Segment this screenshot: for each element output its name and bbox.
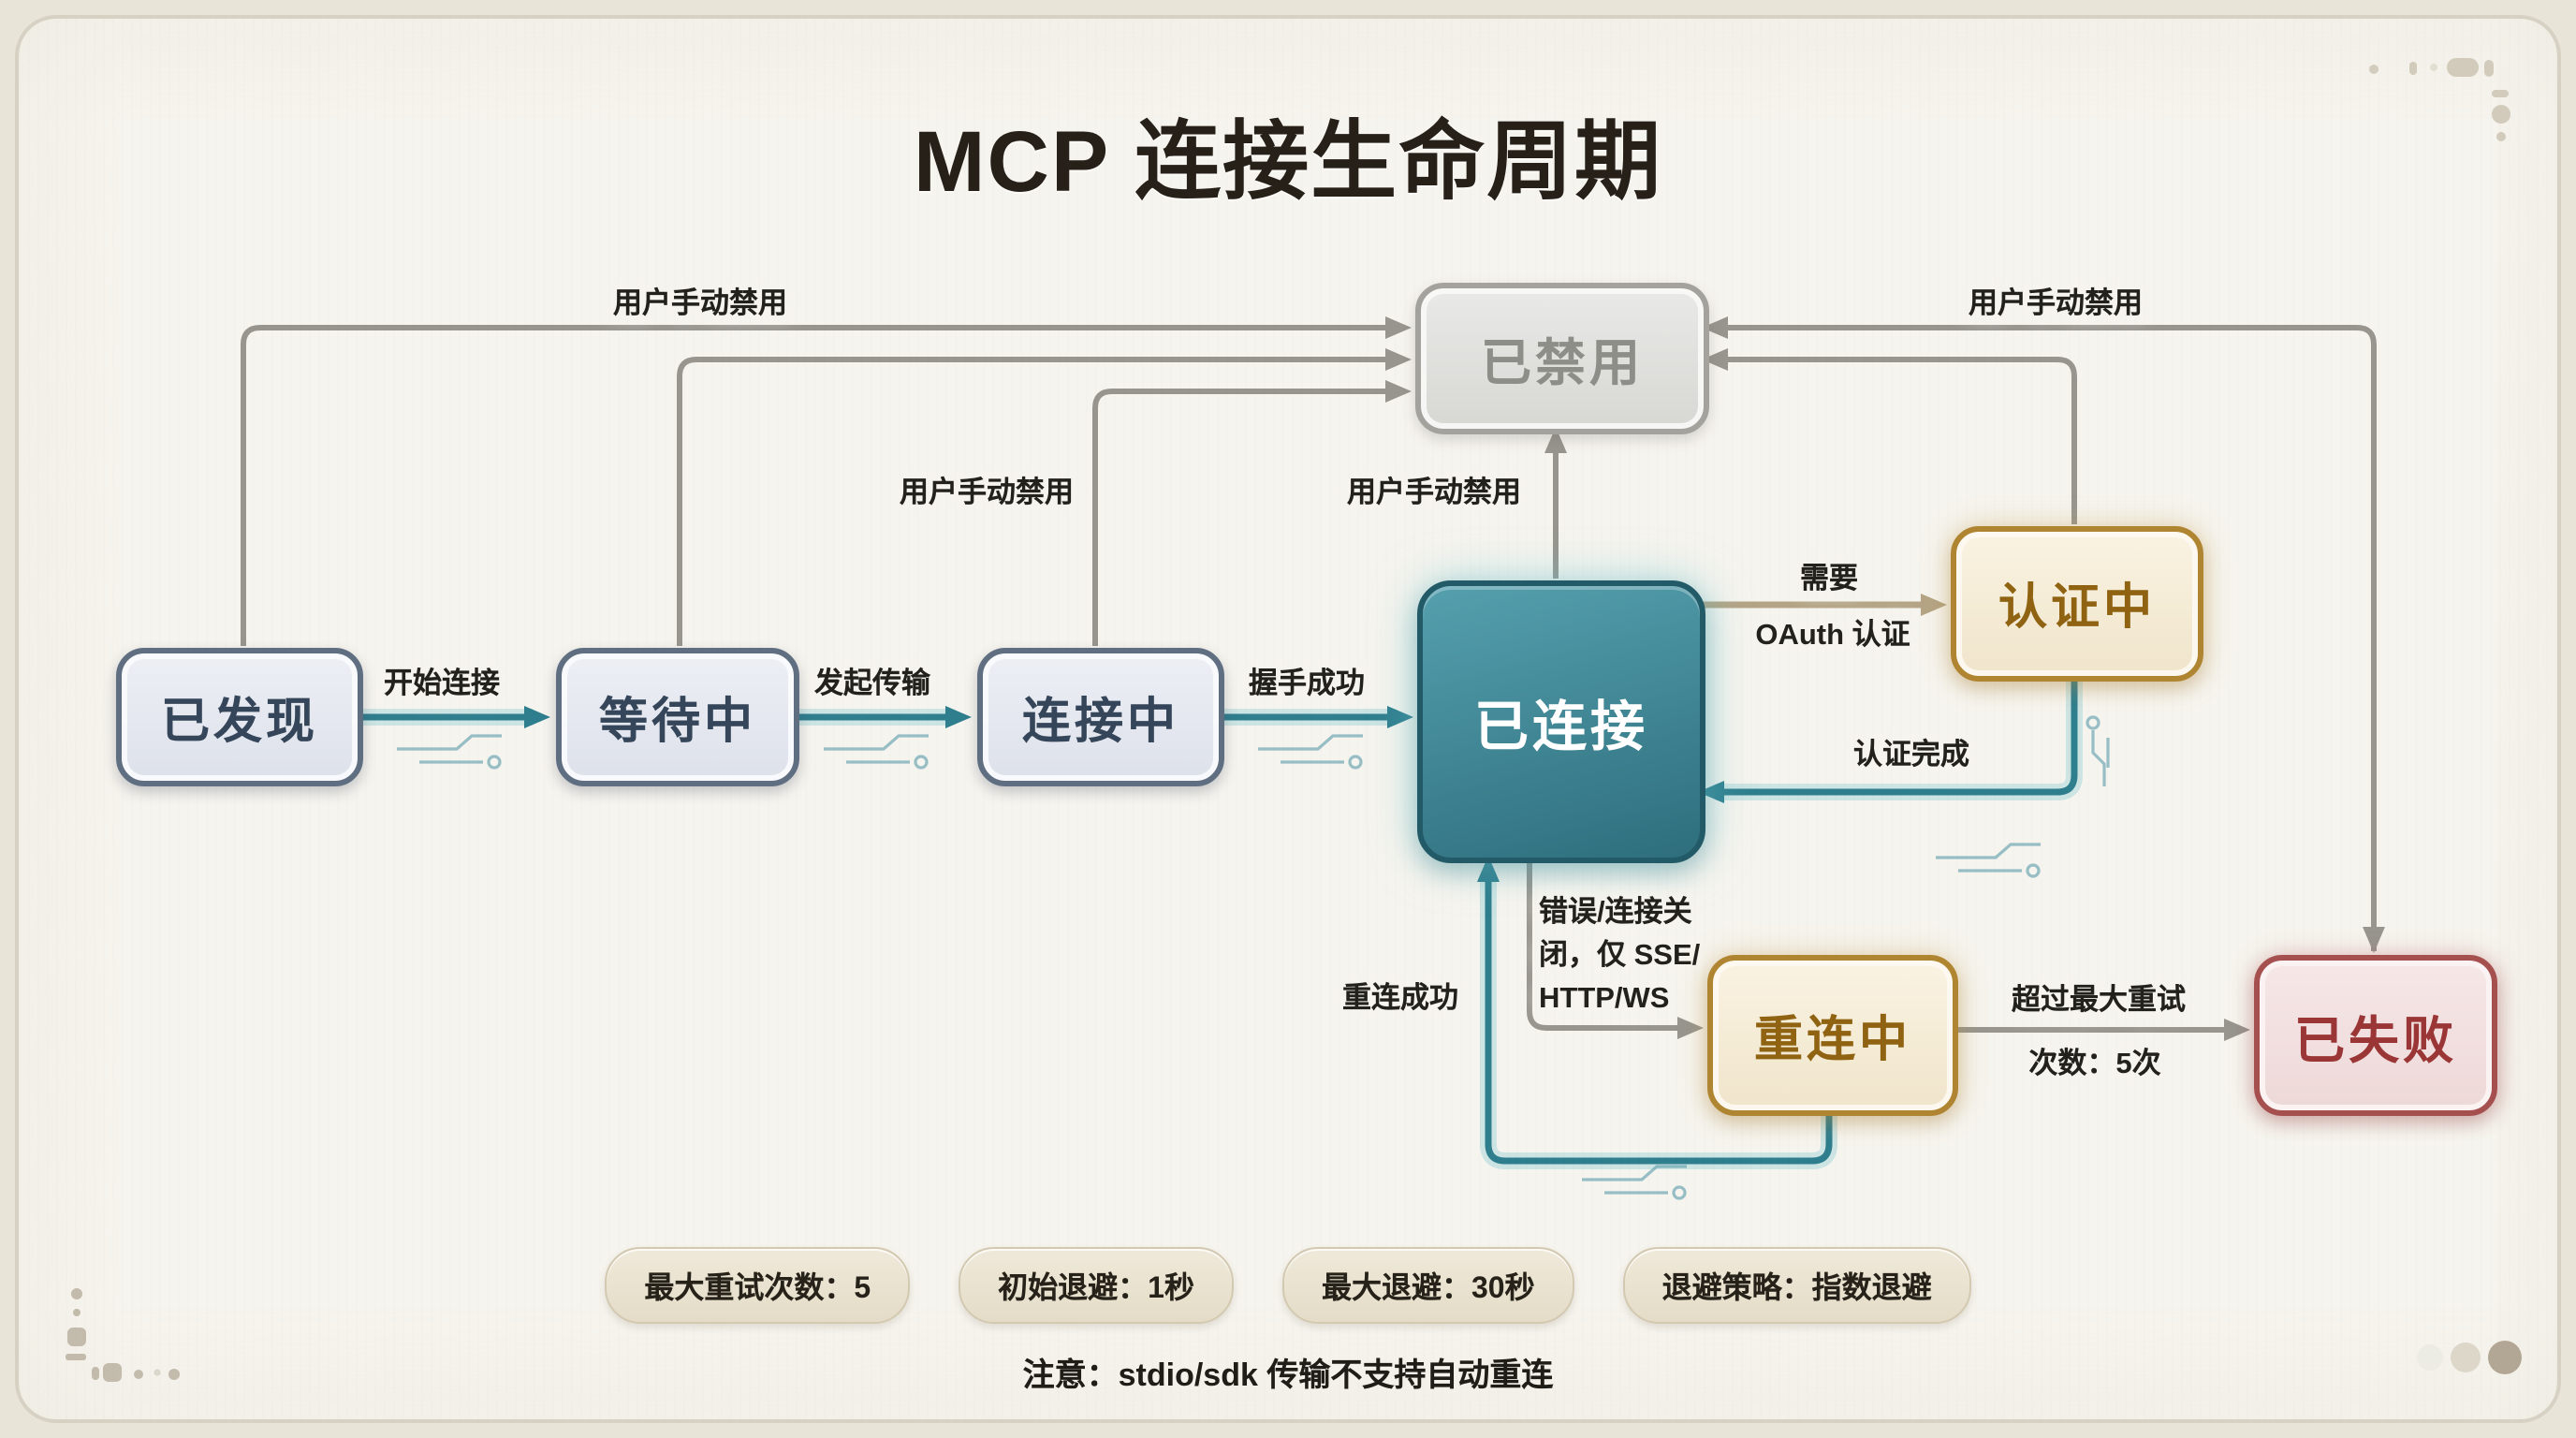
bottom-right-dots-decoration: [2417, 1341, 2522, 1374]
edge-label-max-retry-line2: 次数：5次: [2028, 1049, 2161, 1080]
state-reconnecting: 重连中: [1707, 955, 1958, 1116]
edge-connected-to-reconnecting: [1527, 854, 1704, 1039]
edge-label-auth-complete: 认证完成: [1852, 740, 1970, 771]
state-failed: 已失败: [2254, 955, 2497, 1116]
edge-label-need-oauth-line1: 需要: [1799, 564, 1859, 595]
edge-label-error-close-line3: HTTP/WS: [1539, 983, 1670, 1015]
edge-label-reconnect-success: 重连成功: [1341, 983, 1459, 1015]
state-waiting-label: 等待中: [598, 692, 756, 748]
state-reconnecting-label: 重连中: [1753, 1010, 1911, 1066]
state-connected-label: 已连接: [1473, 697, 1648, 757]
edge-failed-to-disabled: [1702, 316, 2377, 951]
edge-label-initiate-transport: 发起传输: [813, 668, 931, 700]
badge-initial-backoff: 初始退避：1秒: [959, 1247, 1234, 1324]
state-connecting-label: 连接中: [1021, 692, 1179, 748]
edge-discovered-to-disabled: [241, 316, 1412, 646]
edge-label-handshake-success: 握手成功: [1248, 668, 1366, 700]
edge-waiting-to-disabled: [677, 348, 1412, 646]
state-discovered-label: 已发现: [160, 692, 318, 748]
edge-label-need-oauth-line2: OAuth 认证: [1755, 620, 1910, 652]
state-disabled-label: 已禁用: [1481, 335, 1644, 391]
state-connecting: 连接中: [977, 648, 1224, 786]
config-badges-row: 最大重试次数：5 初始退避：1秒 最大退避：30秒 退避策略：指数退避: [0, 1247, 2576, 1324]
badge-backoff-strategy: 退避策略：指数退避: [1622, 1247, 1971, 1324]
state-waiting: 等待中: [556, 648, 799, 786]
badge-max-retries: 最大重试次数：5: [605, 1247, 911, 1324]
edge-label-error-close: 错误/连接关 闭，仅 SSE/ HTTP/WS: [1539, 891, 1700, 1020]
edge-authenticating-to-disabled: [1702, 348, 2077, 524]
bottom-left-dots-decoration: [66, 1288, 180, 1382]
state-authenticating-label: 认证中: [1998, 579, 2156, 635]
teal-flow-wires: [356, 674, 2078, 1165]
edge-label-manual-disable-connected: 用户手动禁用: [1346, 477, 1522, 509]
edge-label-error-close-line1: 错误/连接关: [1539, 897, 1692, 929]
edge-label-start-connect: 开始连接: [383, 668, 501, 700]
diagram-title: MCP 连接生命周期: [913, 112, 1663, 210]
state-connected: 已连接: [1417, 580, 1705, 863]
state-discovered: 已发现: [116, 648, 363, 786]
footnote: 注意：stdio/sdk 传输不支持自动重连: [1022, 1357, 1554, 1393]
edge-reconnect-success: [1477, 856, 1833, 1165]
gray-disable-wires: [241, 316, 2385, 1041]
state-failed-label: 已失败: [2294, 1012, 2457, 1068]
edge-connecting-to-disabled: [1092, 380, 1412, 646]
edge-label-manual-disable-discovered: 用户手动禁用: [612, 288, 788, 320]
state-authenticating: 认证中: [1951, 526, 2203, 682]
top-right-dots-decoration: [2369, 58, 2510, 141]
edge-label-error-close-line2: 闭，仅 SSE/: [1539, 940, 1701, 972]
edge-auth-complete: [1698, 674, 2078, 803]
edge-label-manual-disable-connecting: 用户手动禁用: [899, 477, 1075, 509]
edge-label-max-retry-line1: 超过最大重试: [2011, 985, 2187, 1017]
state-disabled: 已禁用: [1415, 283, 1709, 434]
badge-max-backoff: 最大退避：30秒: [1281, 1247, 1574, 1324]
edge-label-manual-disable-failed: 用户手动禁用: [1968, 288, 2144, 320]
